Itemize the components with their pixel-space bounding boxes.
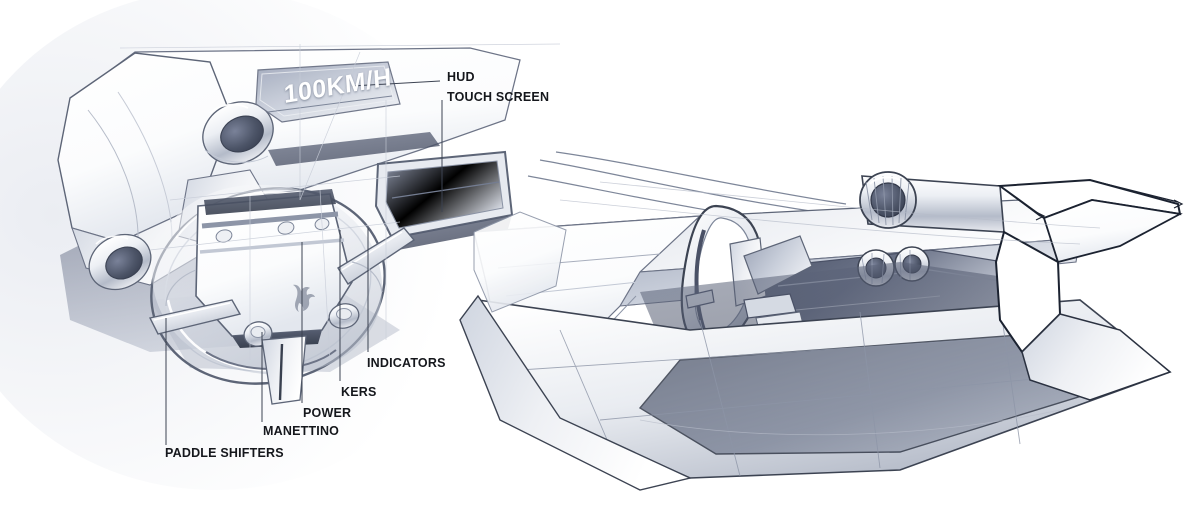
steering-wheel	[148, 184, 416, 405]
callout-label-power: POWER	[303, 406, 352, 420]
vent-left-lower	[88, 233, 152, 291]
right-door-lower	[1021, 313, 1172, 401]
wheel-center-stem	[261, 335, 307, 405]
hud-display	[255, 61, 401, 123]
context-view-right	[459, 151, 1184, 491]
perspective-arrow-right	[1173, 199, 1184, 209]
hub-band-mid	[199, 238, 345, 254]
hub-band-upper	[201, 211, 339, 229]
vent-left-upper	[202, 101, 274, 165]
screen-shadow-lip	[392, 215, 512, 250]
vent-cluster-upper	[859, 171, 1005, 233]
paddle-shifter-left	[148, 299, 242, 335]
door-sill	[459, 294, 693, 491]
callout-label-touch-screen: TOUCH SCREEN	[447, 90, 550, 104]
sketch-guides-right	[559, 181, 1101, 436]
callout-label-kers: KERS	[341, 385, 377, 399]
perspective-arrow-mid	[1035, 211, 1046, 221]
callout-label-indicators: INDICATORS	[367, 356, 446, 370]
right-door-inner-blade	[1042, 199, 1183, 264]
leader-hud	[351, 80, 441, 87]
vent-ribs	[865, 175, 910, 226]
rear-quarter-panel	[473, 211, 567, 313]
callout-label-paddle-shifters: PADDLE SHIFTERS	[165, 446, 284, 460]
construction-lines	[119, 43, 561, 361]
hud-reflection-band	[268, 132, 440, 166]
cowl-crease-a	[87, 109, 139, 247]
detail-view-left	[57, 43, 561, 405]
paddle-shifter-right	[337, 227, 416, 285]
button-kers	[277, 221, 295, 235]
marque-emblem	[293, 284, 315, 312]
callout-label-hud: HUD	[447, 70, 475, 84]
touch-screen-display	[374, 150, 514, 250]
hub-top-bezel	[204, 189, 336, 215]
callout-leader-lines	[165, 80, 443, 445]
manettino-dial-right	[328, 303, 360, 329]
callout-label-manettino: MANETTINO	[263, 424, 340, 438]
